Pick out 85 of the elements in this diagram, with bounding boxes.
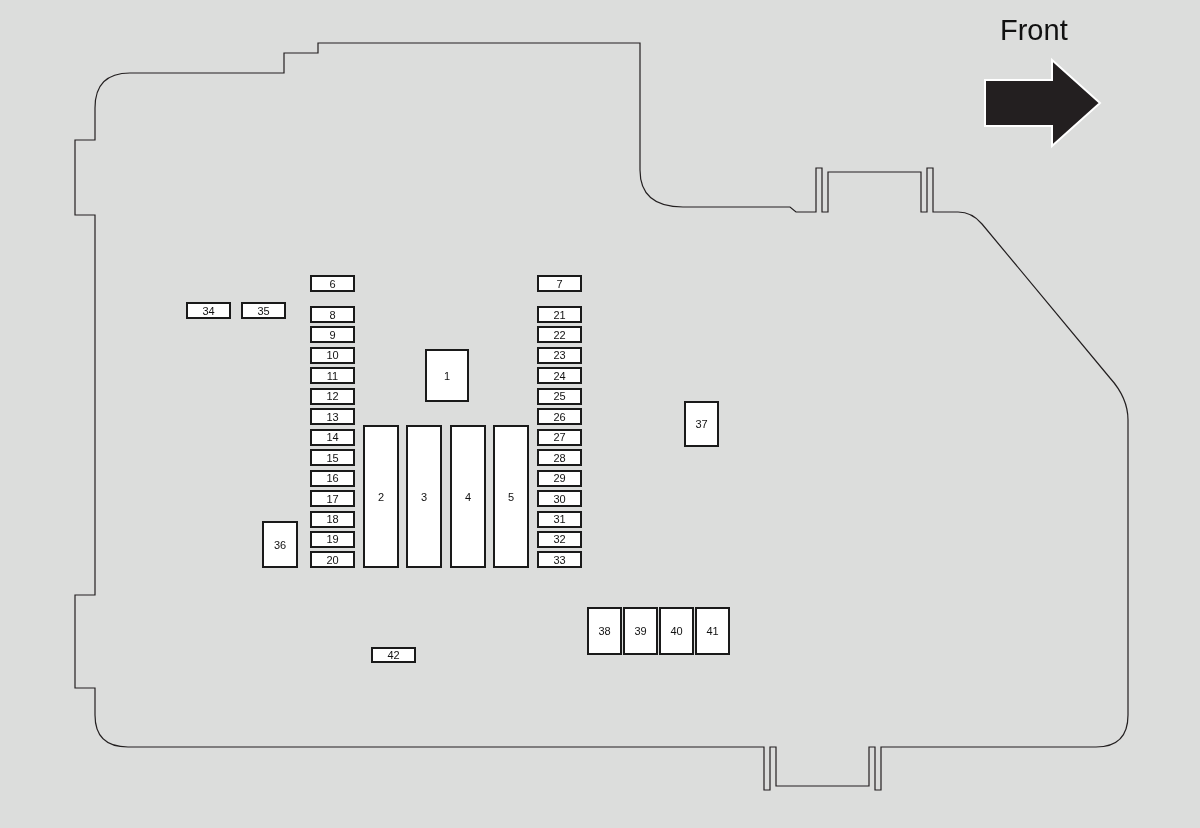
fuse-box — [406, 425, 442, 568]
fuse-box — [310, 428, 355, 446]
fuse-number: 9 — [329, 328, 336, 341]
fuse-box — [537, 306, 582, 323]
fuse-number: 11 — [326, 369, 339, 382]
fuse-number: 13 — [326, 410, 339, 423]
fuse-number: 3 — [420, 490, 428, 503]
fuse-box — [695, 607, 730, 655]
fuse-box — [493, 425, 529, 568]
fuse-number: 8 — [329, 308, 336, 321]
fuse-box — [537, 449, 582, 467]
fuse-box — [310, 306, 355, 323]
fuse-number: 25 — [553, 390, 566, 403]
fuse-box — [537, 510, 582, 528]
fuse-number: 23 — [553, 349, 566, 362]
fuse-number: 36 — [273, 538, 287, 551]
fuse-box — [537, 490, 582, 508]
fuse-number: 4 — [464, 490, 472, 503]
fuse-number: 17 — [326, 492, 339, 505]
fuse-box — [537, 469, 582, 487]
fuse-box — [537, 326, 582, 344]
fuse-box — [310, 326, 355, 344]
fuse-number: 37 — [695, 418, 708, 430]
fuse-number: 26 — [553, 410, 566, 423]
fuse-box — [262, 521, 298, 568]
fuse-box — [623, 607, 658, 655]
fuse-box — [310, 449, 355, 467]
fuse-box — [537, 275, 582, 292]
fuse-number: 27 — [553, 431, 566, 444]
fuse-number: 41 — [706, 625, 719, 637]
fuse-number: 30 — [553, 492, 566, 505]
fuse-number: 19 — [326, 533, 339, 546]
fuse-box — [363, 425, 399, 568]
fuse-number: 24 — [553, 369, 566, 382]
fuse-box — [310, 275, 355, 292]
fuse-box — [684, 401, 719, 447]
fuse-number: 21 — [553, 308, 566, 321]
fuse-number: 33 — [553, 553, 566, 566]
fuse-box — [310, 551, 355, 569]
fuse-box — [310, 510, 355, 528]
fuse-box — [450, 425, 486, 568]
fuse-number: 18 — [326, 513, 339, 525]
fuse-number: 35 — [257, 304, 270, 317]
fuse-number: 14 — [326, 431, 339, 444]
fuse-box — [371, 647, 416, 663]
fuse-number: 40 — [670, 625, 683, 637]
fuse-box — [425, 349, 469, 402]
fuse-box — [186, 302, 231, 319]
direction-label: Front — [1000, 13, 1068, 48]
fuse-number: 20 — [326, 553, 339, 566]
fuse-number: 31 — [553, 513, 566, 525]
fuse-number: 7 — [556, 277, 563, 290]
fuse-box — [537, 428, 582, 446]
fuse-box — [310, 408, 355, 426]
fuse-box — [537, 551, 582, 568]
fuse-box — [310, 490, 355, 508]
fuse-number: 34 — [202, 304, 215, 317]
fuse-number: 10 — [326, 349, 339, 362]
fuse-number: 12 — [326, 390, 339, 403]
fuse-box — [537, 530, 582, 548]
fuse-number: 29 — [553, 472, 566, 485]
fuse-number: 16 — [326, 472, 339, 485]
fuse-box — [537, 408, 582, 426]
fuse-box — [310, 469, 355, 487]
fuse-box — [241, 302, 286, 319]
fuse-number: 5 — [507, 490, 515, 503]
fuse-box — [310, 367, 355, 385]
fuse-number: 39 — [634, 625, 647, 637]
fuse-number: 2 — [377, 490, 385, 503]
fuse-box — [310, 530, 355, 548]
fuse-box — [537, 346, 582, 364]
fuse-number: 32 — [553, 533, 566, 546]
fuse-number: 1 — [443, 369, 451, 382]
fuse-number: 42 — [387, 649, 400, 661]
fuse-box — [310, 387, 355, 405]
fuse-number: 22 — [553, 328, 566, 341]
fuse-box — [587, 607, 622, 655]
fuse-number: 38 — [598, 625, 611, 637]
fuse-number: 6 — [329, 277, 336, 290]
fuse-box — [537, 367, 582, 385]
fuse-number: 28 — [553, 451, 566, 464]
fuse-number: 15 — [326, 451, 339, 464]
fuse-box — [310, 346, 355, 364]
fuse-box — [659, 607, 694, 655]
fuse-box — [537, 387, 582, 405]
